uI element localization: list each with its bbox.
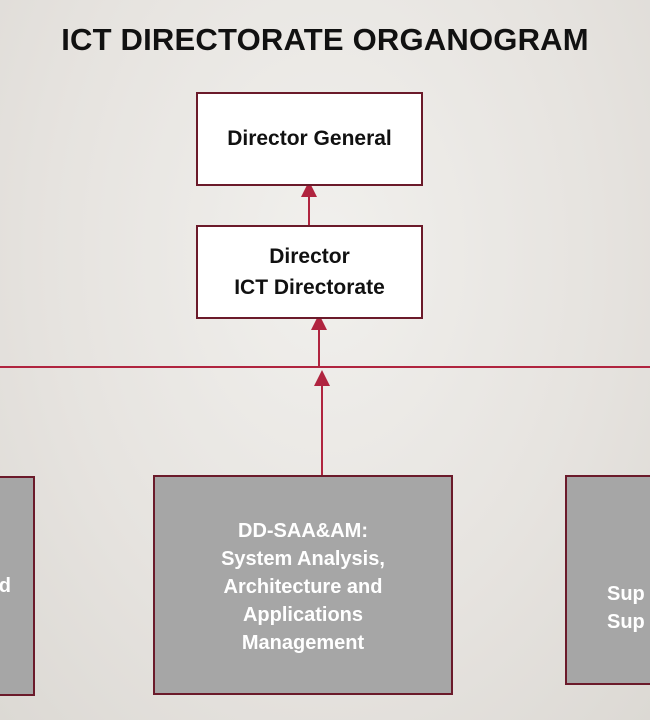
right-partial-box: Sup Sup (565, 475, 650, 685)
center-label: DD-SAA&AM: System Analysis, Architecture… (221, 520, 385, 654)
right-partial-label: Sup Sup (607, 583, 645, 633)
left-partial-box: d (0, 476, 35, 696)
left-partial-label: d (0, 575, 11, 597)
center-box: DD-SAA&AM: System Analysis, Architecture… (153, 475, 453, 695)
director-box: Director ICT Directorate (196, 225, 423, 319)
director-label: Director ICT Directorate (234, 244, 385, 300)
page-title: ICT DIRECTORATE ORGANOGRAM (61, 22, 589, 57)
director-general-box: Director General (196, 92, 423, 186)
director-general-label: Director General (227, 127, 392, 150)
